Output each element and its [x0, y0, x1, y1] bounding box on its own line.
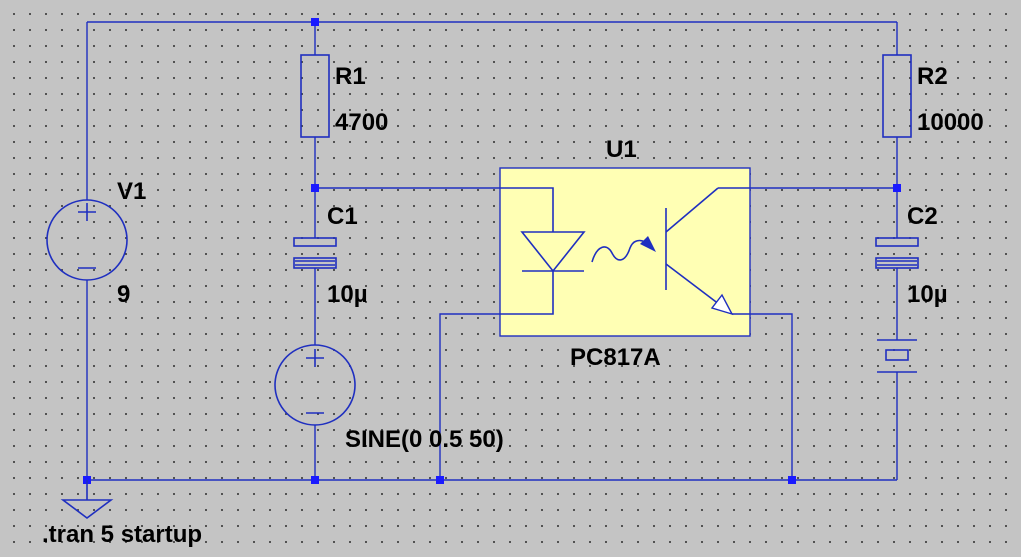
light-arrow-icon — [591, 239, 653, 263]
capacitor-plate-icon — [875, 237, 919, 247]
wire-cathode-ground[interactable] — [439, 313, 500, 480]
r1-resistor[interactable] — [300, 54, 330, 138]
capacitor-plate-icon — [875, 257, 919, 269]
v2-sine-source[interactable] — [274, 344, 356, 426]
v1-name[interactable]: V1 — [117, 178, 146, 205]
r2-value[interactable]: 10000 — [917, 109, 984, 136]
junction-dot — [311, 18, 319, 26]
u1-value[interactable]: PC817A — [570, 344, 661, 371]
c2-capacitor[interactable] — [875, 237, 919, 269]
v1-voltage-source[interactable] — [46, 199, 128, 281]
junction-dot — [788, 476, 796, 484]
battery-cell-icon — [885, 349, 909, 361]
ground-symbol[interactable] — [60, 480, 114, 519]
v1-value[interactable]: 9 — [117, 281, 130, 308]
r1-name[interactable]: R1 — [335, 63, 366, 90]
junction-dot — [893, 184, 901, 192]
v2-value[interactable]: SINE(0 0.5 50) — [345, 426, 504, 453]
u1-optocoupler[interactable] — [499, 167, 751, 337]
r2-resistor[interactable] — [882, 54, 912, 138]
c1-capacitor[interactable] — [293, 237, 337, 269]
junction-dot — [311, 476, 319, 484]
voltage-source-icon — [46, 199, 128, 281]
capacitor-plate-icon — [293, 237, 337, 247]
u1-name[interactable]: U1 — [606, 136, 637, 163]
wire-emitter-ground[interactable] — [750, 313, 793, 480]
battery-cell[interactable] — [877, 339, 917, 373]
r2-name[interactable]: R2 — [917, 63, 948, 90]
tran-directive[interactable]: .tran 5 startup — [42, 521, 202, 548]
r1-value[interactable]: 4700 — [335, 109, 388, 136]
c2-value[interactable]: 10µ — [907, 281, 948, 308]
c2-name[interactable]: C2 — [907, 203, 938, 230]
emitter-arrow-icon — [710, 293, 734, 316]
light-arrowhead-icon — [640, 236, 656, 252]
wires — [86, 21, 898, 481]
junction-dot — [436, 476, 444, 484]
capacitor-plate-icon — [293, 257, 337, 269]
junctions — [83, 18, 901, 484]
c1-value[interactable]: 10µ — [327, 281, 368, 308]
voltage-source-icon — [274, 344, 356, 426]
c1-name[interactable]: C1 — [327, 203, 358, 230]
ground-icon — [60, 499, 114, 519]
led-diode-icon — [520, 231, 586, 273]
junction-dot — [311, 184, 319, 192]
